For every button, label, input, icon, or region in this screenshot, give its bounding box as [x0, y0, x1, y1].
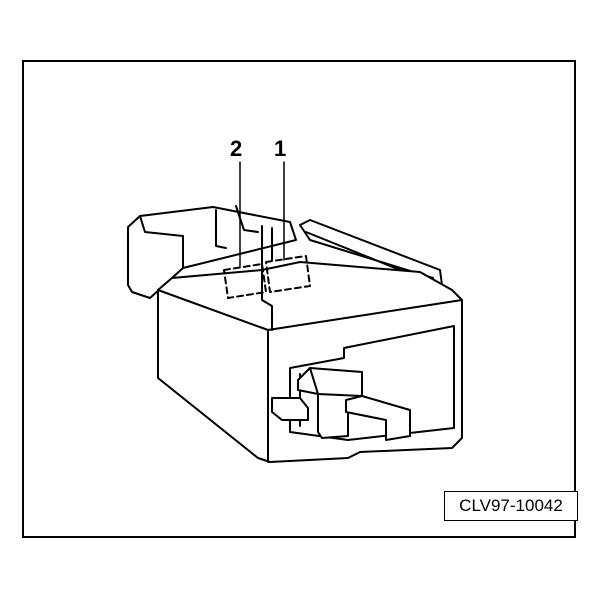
- center-rib: [261, 225, 273, 331]
- rear-housing-top-edge: [139, 215, 184, 237]
- figure-frame: [22, 60, 576, 538]
- contact-blade: [345, 395, 411, 441]
- callout-label-1: 1: [274, 136, 287, 161]
- terminal-marker-1: [265, 255, 311, 293]
- left-rib: [215, 209, 227, 249]
- side-latch: [271, 397, 309, 421]
- callout-label-2: 2: [230, 136, 243, 161]
- front-opening: [289, 325, 455, 441]
- terminal-block: [297, 367, 363, 439]
- rear-notch: [235, 205, 259, 233]
- terminal-block-edge: [309, 367, 363, 397]
- figure-id-box: CLV97-10042: [444, 491, 578, 521]
- terminal-marker-2: [223, 263, 267, 299]
